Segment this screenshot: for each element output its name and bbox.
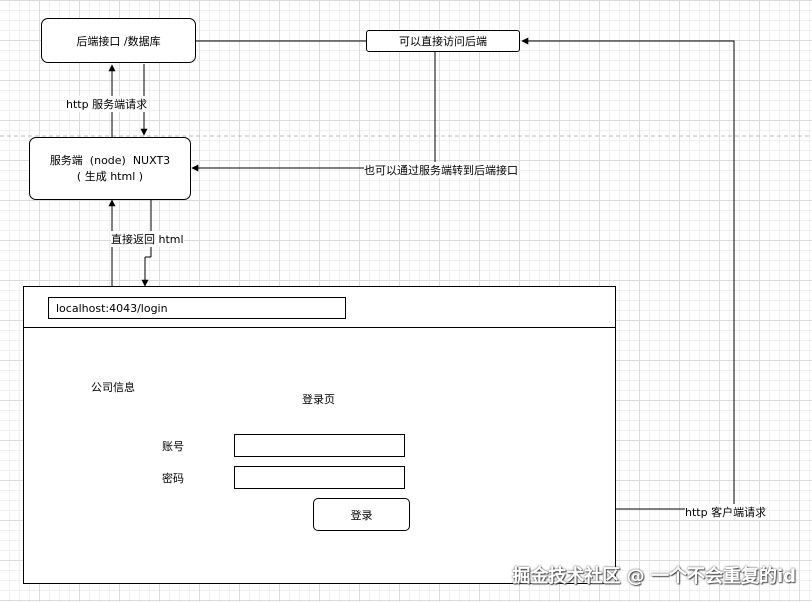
return-html-label: 直接返回 html bbox=[111, 231, 184, 247]
account-label: 账号 bbox=[162, 440, 184, 453]
server-node-line2: ( 生成 html ) bbox=[76, 169, 144, 183]
company-info-text: 公司信息 bbox=[91, 381, 135, 394]
login-button-label: 登录 bbox=[350, 508, 373, 522]
backend-node: 后端接口 /数据库 bbox=[41, 18, 196, 63]
password-input[interactable] bbox=[234, 466, 405, 489]
http-client-request-label: http 客户端请求 bbox=[685, 504, 767, 520]
direct-access-node: 可以直接访问后端 bbox=[366, 30, 520, 52]
forward-line bbox=[191, 52, 436, 172]
browser-window: localhost:4043/login 公司信息 登录页 账号 密码 登录 bbox=[23, 286, 616, 584]
direct-access-label: 可以直接访问后端 bbox=[399, 35, 487, 48]
login-button[interactable]: 登录 bbox=[313, 498, 410, 531]
http-server-request-label: http 服务端请求 bbox=[66, 96, 148, 112]
account-input[interactable] bbox=[234, 434, 405, 457]
backend-node-label: 后端接口 /数据库 bbox=[76, 34, 161, 48]
browser-divider bbox=[24, 327, 615, 328]
login-page-title: 登录页 bbox=[302, 393, 335, 406]
address-bar-url: localhost:4043/login bbox=[56, 301, 168, 315]
watermark-text: 掘金技术社区 @ 一个不会重复的id bbox=[512, 566, 796, 587]
server-node-line1: 服务端 (node) NUXT3 bbox=[49, 153, 171, 167]
server-node: 服务端 (node) NUXT3 ( 生成 html ) bbox=[29, 137, 191, 200]
password-label: 密码 bbox=[162, 472, 184, 485]
server-forward-label: 也可以通过服务端转到后端接口 bbox=[364, 162, 518, 178]
address-bar[interactable]: localhost:4043/login bbox=[48, 297, 346, 319]
